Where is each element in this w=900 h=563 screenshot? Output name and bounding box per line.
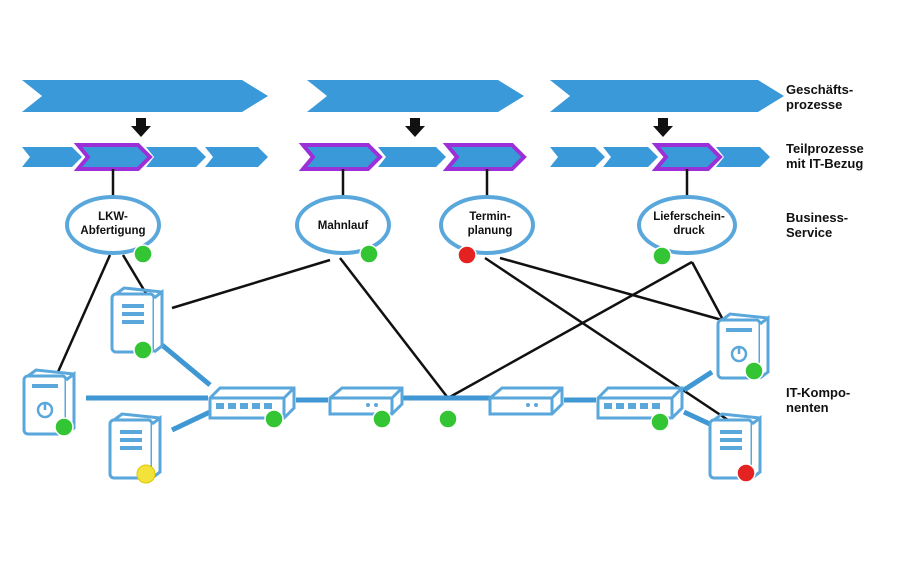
server-icon[interactable] [22,368,76,437]
status-indicator-green [438,409,458,429]
subprocess-chevron-highlight [298,143,383,171]
subprocess-chevron-highlight [651,143,723,171]
service-label: Lieferschein- [653,211,725,223]
service-oval [637,195,737,255]
server-icon[interactable] [708,412,762,483]
subprocess-chevron-highlight [73,143,153,171]
dependency-line [339,257,449,399]
subprocess-service-connectors [111,169,689,198]
service-mahnlauf[interactable]: Mahnlauf [295,195,391,264]
subprocess-chevron [716,147,770,167]
status-indicator-green [744,361,764,381]
service-label: planung [468,225,513,237]
switch-icon[interactable] [208,386,296,429]
dependency-lines [56,254,729,422]
status-indicator-green [372,409,392,429]
status-indicator-green [650,412,670,432]
layer-label-line: nenten [786,400,829,415]
business-process-chevron [307,80,524,112]
service-oval [295,195,391,255]
layer-label-line: mit IT-Bezug [786,156,864,171]
layer-label-subprocesses: Teilprozesse mit IT-Bezug [786,141,864,171]
service-oval [65,195,161,255]
router-icon[interactable] [488,386,564,416]
arrow-down-icon [653,118,673,137]
network-link [170,409,212,433]
dependency-line [484,256,729,422]
server-icon[interactable] [110,286,164,360]
network-link [682,369,714,393]
service-label: LKW- [98,211,128,223]
layer-label-business-services: Business- Service [786,210,848,240]
layer-label-business-processes: Geschäfts- prozesse [786,82,853,112]
service-label: Termin- [469,211,510,223]
layer-label-line: prozesse [786,97,843,112]
layer-label-it-components: IT-Kompo- nenten [786,385,850,415]
service-lieferscheindruck[interactable]: Lieferschein- druck [637,195,737,266]
subprocess-chevron [550,147,605,167]
subprocess-chevron [146,147,206,167]
arrow-down-icon [405,118,425,137]
subprocess-chevron-highlight [442,143,527,171]
status-indicator-green [264,409,284,429]
business-process-chevron [22,80,268,112]
service-label: Mahnlauf [318,220,369,232]
subprocess-chevron [22,147,82,167]
service-label: druck [673,225,705,237]
dependency-line [171,258,331,310]
layer-label-line: Teilprozesse [786,141,864,156]
status-indicator-green [359,244,379,264]
network-link [682,409,714,428]
business-process-row [22,80,784,112]
status-indicator-green [133,340,153,360]
arrow-down-icon [131,118,151,137]
dependency-line [690,261,724,319]
server-icon[interactable] [716,312,770,381]
dependency-line [499,256,723,322]
service-label: Abfertigung [80,225,145,237]
status-indicator-red [736,463,756,483]
service-terminplanung[interactable]: Termin- planung [439,195,535,265]
subprocess-chevron [603,147,658,167]
status-indicator-green [133,244,153,264]
switch-icon[interactable] [596,386,684,432]
server-icon[interactable] [108,412,162,484]
status-indicator-green [652,246,672,266]
layer-label-line: Geschäfts- [786,82,854,97]
network-link [160,343,212,387]
status-indicator-yellow [136,464,156,484]
service-oval [439,195,535,255]
service-lkw[interactable]: LKW- Abfertigung [65,195,161,264]
subprocess-chevron [205,147,268,167]
layer-label-line: Business- [786,210,849,225]
business-process-chevron [550,80,784,112]
dependency-line [56,254,112,373]
layer-label-line: Service [786,225,833,240]
layer-label-line: IT-Kompo- [786,385,851,400]
network-links [86,343,714,433]
router-icon[interactable] [328,386,404,429]
subprocess-row [22,143,770,171]
status-indicator-green [54,417,74,437]
down-arrows [131,118,673,137]
status-indicator-red [457,245,477,265]
dependency-line [447,260,693,400]
network-node-icon[interactable] [438,409,458,429]
subprocess-chevron [378,147,446,167]
